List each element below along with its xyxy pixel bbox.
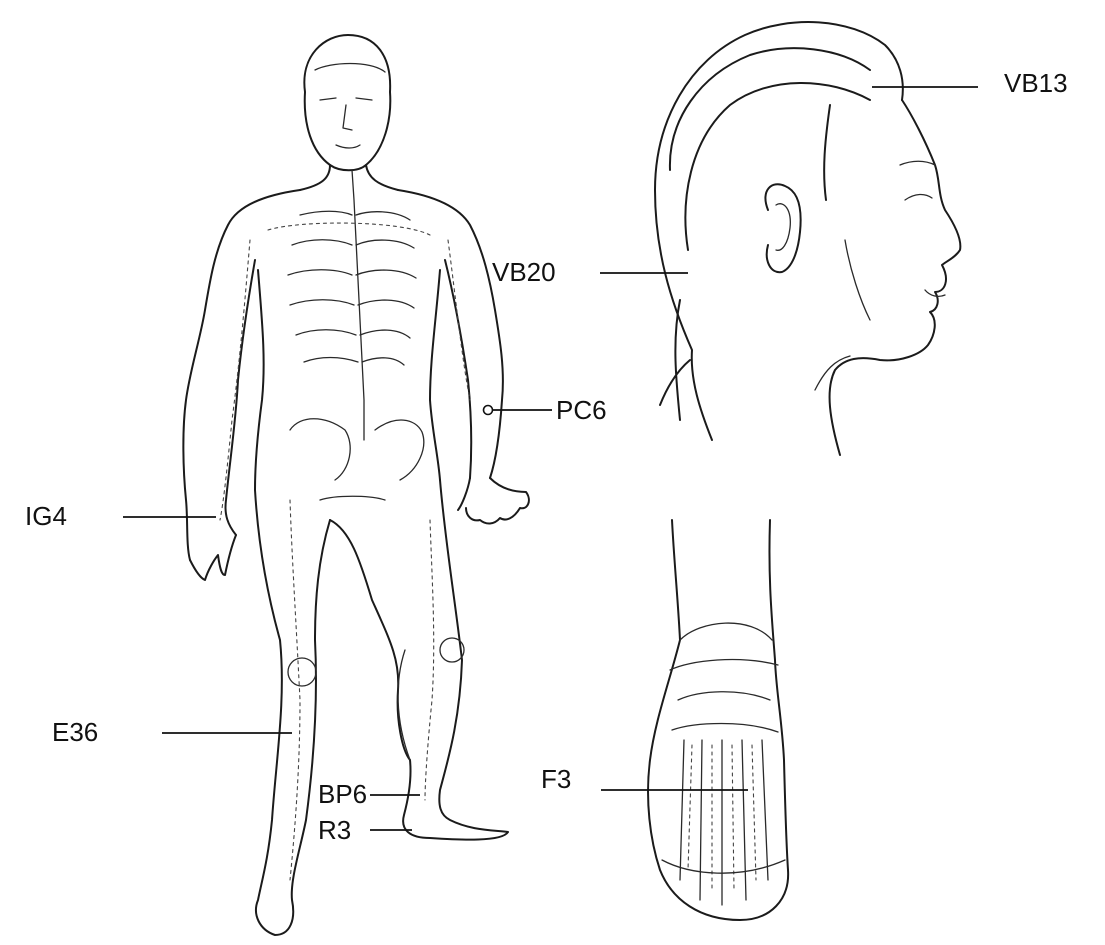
label-ig4: IG4 xyxy=(25,503,67,529)
foot-figure xyxy=(648,520,788,920)
label-vb20: VB20 xyxy=(492,259,556,285)
label-vb13: VB13 xyxy=(1004,70,1068,96)
label-e36: E36 xyxy=(52,719,98,745)
label-pc6: PC6 xyxy=(556,397,607,423)
label-bp6: BP6 xyxy=(318,781,367,807)
label-f3: F3 xyxy=(541,766,571,792)
leader-lines xyxy=(123,87,978,830)
label-r3: R3 xyxy=(318,817,351,843)
